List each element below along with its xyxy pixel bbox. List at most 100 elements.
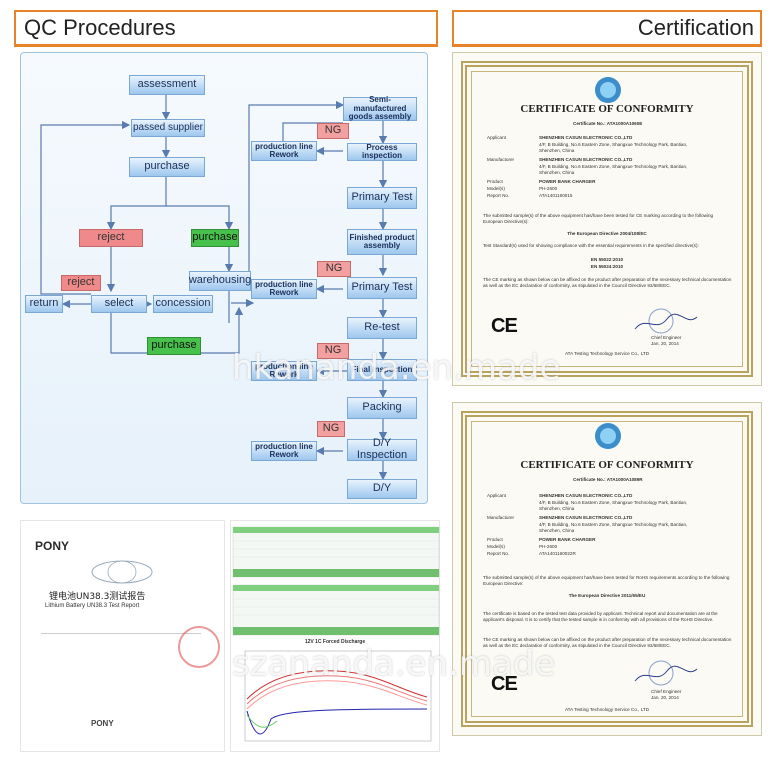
closing-text: The CE marking as shown below can be aff… bbox=[483, 637, 732, 648]
node-purchase-green: purchase bbox=[191, 229, 239, 247]
certificate-date: Jan. 20, 2014 bbox=[651, 341, 679, 346]
intro-text: The submitted sample(s) of the above equ… bbox=[483, 213, 714, 224]
chief-engineer: Chief Engineer bbox=[651, 335, 682, 340]
manufacturer-label: Manufacturer bbox=[487, 157, 515, 162]
certificate-number: Certificate No.: ATA1000A1060E bbox=[573, 121, 643, 126]
report-value: ATA1401160015 bbox=[539, 193, 573, 198]
manufacturer-address: 4/F, B Building, No.6 Eastern Zone, Shan… bbox=[539, 522, 688, 533]
node-rework-4: production line Rework bbox=[251, 441, 317, 461]
node-select: select bbox=[91, 295, 147, 313]
cert-header-underline bbox=[452, 44, 762, 47]
certificate-footer: ATA Testing Technology Service Co., LTD bbox=[564, 707, 650, 712]
model-value: PH-2600 bbox=[539, 544, 558, 549]
node-reject: reject bbox=[79, 229, 143, 247]
node-semi-manufactured: Semi-manufactured goods assembly bbox=[343, 96, 417, 121]
watermark-top: hkananda.en.made bbox=[232, 348, 561, 388]
node-finished-assembly: Finished product assembly bbox=[347, 229, 417, 255]
manufacturer-value: SHENZHEN CASUN ELECTRONIC CO.,LTD bbox=[539, 515, 633, 520]
discharge-chart-title: 12V 1C Forced Discharge bbox=[304, 639, 366, 645]
report-label: Report No. bbox=[487, 193, 510, 198]
standard-1: EN 55022:2010 bbox=[590, 257, 624, 262]
qc-procedures-title: QC Procedures bbox=[24, 15, 176, 40]
certificate-title: CERTIFICATE OF CONFORMITY bbox=[520, 103, 694, 115]
product-label: Product bbox=[487, 179, 503, 184]
certification-header: Certification bbox=[452, 10, 762, 46]
standards-intro: The certificate is based on the tested t… bbox=[483, 611, 718, 622]
applicant-value: SHENZHEN CASUN ELECTRONIC CO.,LTD bbox=[539, 493, 633, 498]
chief-engineer: Chief Engineer bbox=[651, 689, 682, 694]
node-retest: Re-test bbox=[347, 317, 417, 339]
applicant-value: SHENZHEN CASUN ELECTRONIC CO.,LTD bbox=[539, 135, 633, 140]
ce-mark-icon: CE bbox=[491, 673, 518, 695]
red-stamp-icon bbox=[178, 626, 220, 668]
node-assessment: assessment bbox=[129, 75, 205, 95]
watermark-bottom: szananda.en.made bbox=[232, 644, 556, 684]
intro-text: The submitted sample(s) of the above equ… bbox=[483, 575, 730, 586]
node-process-inspection: Process inspection bbox=[347, 143, 417, 161]
report-fields bbox=[41, 633, 201, 693]
qc-procedures-header: QC Procedures bbox=[14, 10, 438, 46]
node-primary-test-1: Primary Test bbox=[347, 187, 417, 209]
node-dy-inspection: D/Y Inspection bbox=[347, 438, 417, 461]
ata-logo-icon bbox=[595, 423, 621, 449]
globe-icon bbox=[91, 560, 153, 584]
applicant-address: 4/F, B Building, No.6 Eastern Zone, Shan… bbox=[539, 500, 688, 511]
test-data-tables bbox=[232, 526, 440, 636]
standards-intro: Test Standard(s) used for showing compli… bbox=[483, 243, 699, 248]
pony-logo: PONY bbox=[35, 539, 70, 553]
model-label: Model(s) bbox=[487, 544, 505, 549]
manufacturer-label: Manufacturer bbox=[487, 515, 515, 520]
signature-icon bbox=[634, 308, 698, 334]
node-packing: Packing bbox=[347, 397, 417, 419]
discharge-curve-chart bbox=[244, 650, 432, 742]
applicant-label: Applicant bbox=[487, 493, 506, 498]
product-value: POWER BANK CHARGER bbox=[539, 537, 596, 542]
product-label: Product bbox=[487, 537, 503, 542]
product-value: POWER BANK CHARGER bbox=[539, 179, 596, 184]
node-passed-supplier: passed supplier bbox=[131, 119, 205, 137]
node-rework-2: production line Rework bbox=[251, 279, 317, 299]
applicant-address: 4/F, B Building, No.6 Eastern Zone, Shan… bbox=[539, 142, 688, 153]
node-rework-3: production line Rework bbox=[251, 361, 317, 381]
node-rework-1: production line Rework bbox=[251, 141, 317, 161]
directive-text: The European Directive 2004/108/EC bbox=[567, 231, 647, 236]
node-ng-1: NG bbox=[317, 123, 349, 139]
standard-2: EN 55024:2010 bbox=[590, 264, 624, 269]
node-ng-4: NG bbox=[317, 421, 345, 437]
directive-text: The European Directive 2011/65/EU bbox=[568, 593, 646, 598]
certificate-rohs: CERTIFICATE OF CONFORMITY Certificate No… bbox=[452, 402, 762, 736]
applicant-label: Applicant bbox=[487, 135, 506, 140]
certificate-footer: ATA Testing Technology Service Co., LTD bbox=[564, 351, 650, 356]
node-return: return bbox=[25, 295, 63, 313]
report-title-cn: 锂电池UN38.3测试报告 bbox=[49, 592, 146, 602]
signature-icon bbox=[634, 660, 698, 686]
ata-logo-icon bbox=[595, 77, 621, 103]
certificate-date: Jan. 20, 2014 bbox=[651, 695, 679, 700]
node-purchase: purchase bbox=[129, 157, 205, 177]
node-ng-2: NG bbox=[317, 261, 351, 277]
qc-flowchart: assessment passed supplier purchase reje… bbox=[20, 52, 428, 504]
discharge-test-sheet: 12V 1C Forced Discharge bbox=[230, 520, 440, 752]
pony-footer-logo: PONY bbox=[91, 719, 114, 728]
manufacturer-address: 4/F, B Building, No.6 Eastern Zone, Shan… bbox=[539, 164, 688, 175]
report-value: ATA1401160022R bbox=[539, 551, 576, 556]
qc-header-underline bbox=[14, 44, 438, 47]
report-label: Report No. bbox=[487, 551, 510, 556]
flowchart-connectors bbox=[40, 95, 388, 481]
un38-report-cover: PONY 锂电池UN38.3测试报告 Lithium Battery UN38.… bbox=[20, 520, 225, 752]
node-warehousing: warehousing bbox=[189, 271, 251, 291]
manufacturer-value: SHENZHEN CASUN ELECTRONIC CO.,LTD bbox=[539, 157, 633, 162]
ce-mark-icon: CE bbox=[491, 315, 518, 337]
closing-text: The CE marking as shown below can be aff… bbox=[483, 277, 732, 288]
node-purchase-bottom: purchase bbox=[147, 337, 201, 355]
report-title-en: Lithium Battery UN38.3 Test Report bbox=[45, 603, 140, 609]
node-ng-3: NG bbox=[317, 343, 349, 359]
node-dy: D/Y bbox=[347, 479, 417, 499]
node-concession: concession bbox=[153, 295, 213, 313]
node-final-inspection: Final inspection bbox=[347, 359, 417, 381]
node-reject-small: reject bbox=[61, 275, 101, 291]
certificate-number: Certificate No.: ATA1000A1089R bbox=[573, 477, 643, 482]
model-value: PH-2600 bbox=[539, 186, 558, 191]
certificate-title: CERTIFICATE OF CONFORMITY bbox=[520, 459, 694, 471]
node-primary-test-2: Primary Test bbox=[347, 277, 417, 299]
